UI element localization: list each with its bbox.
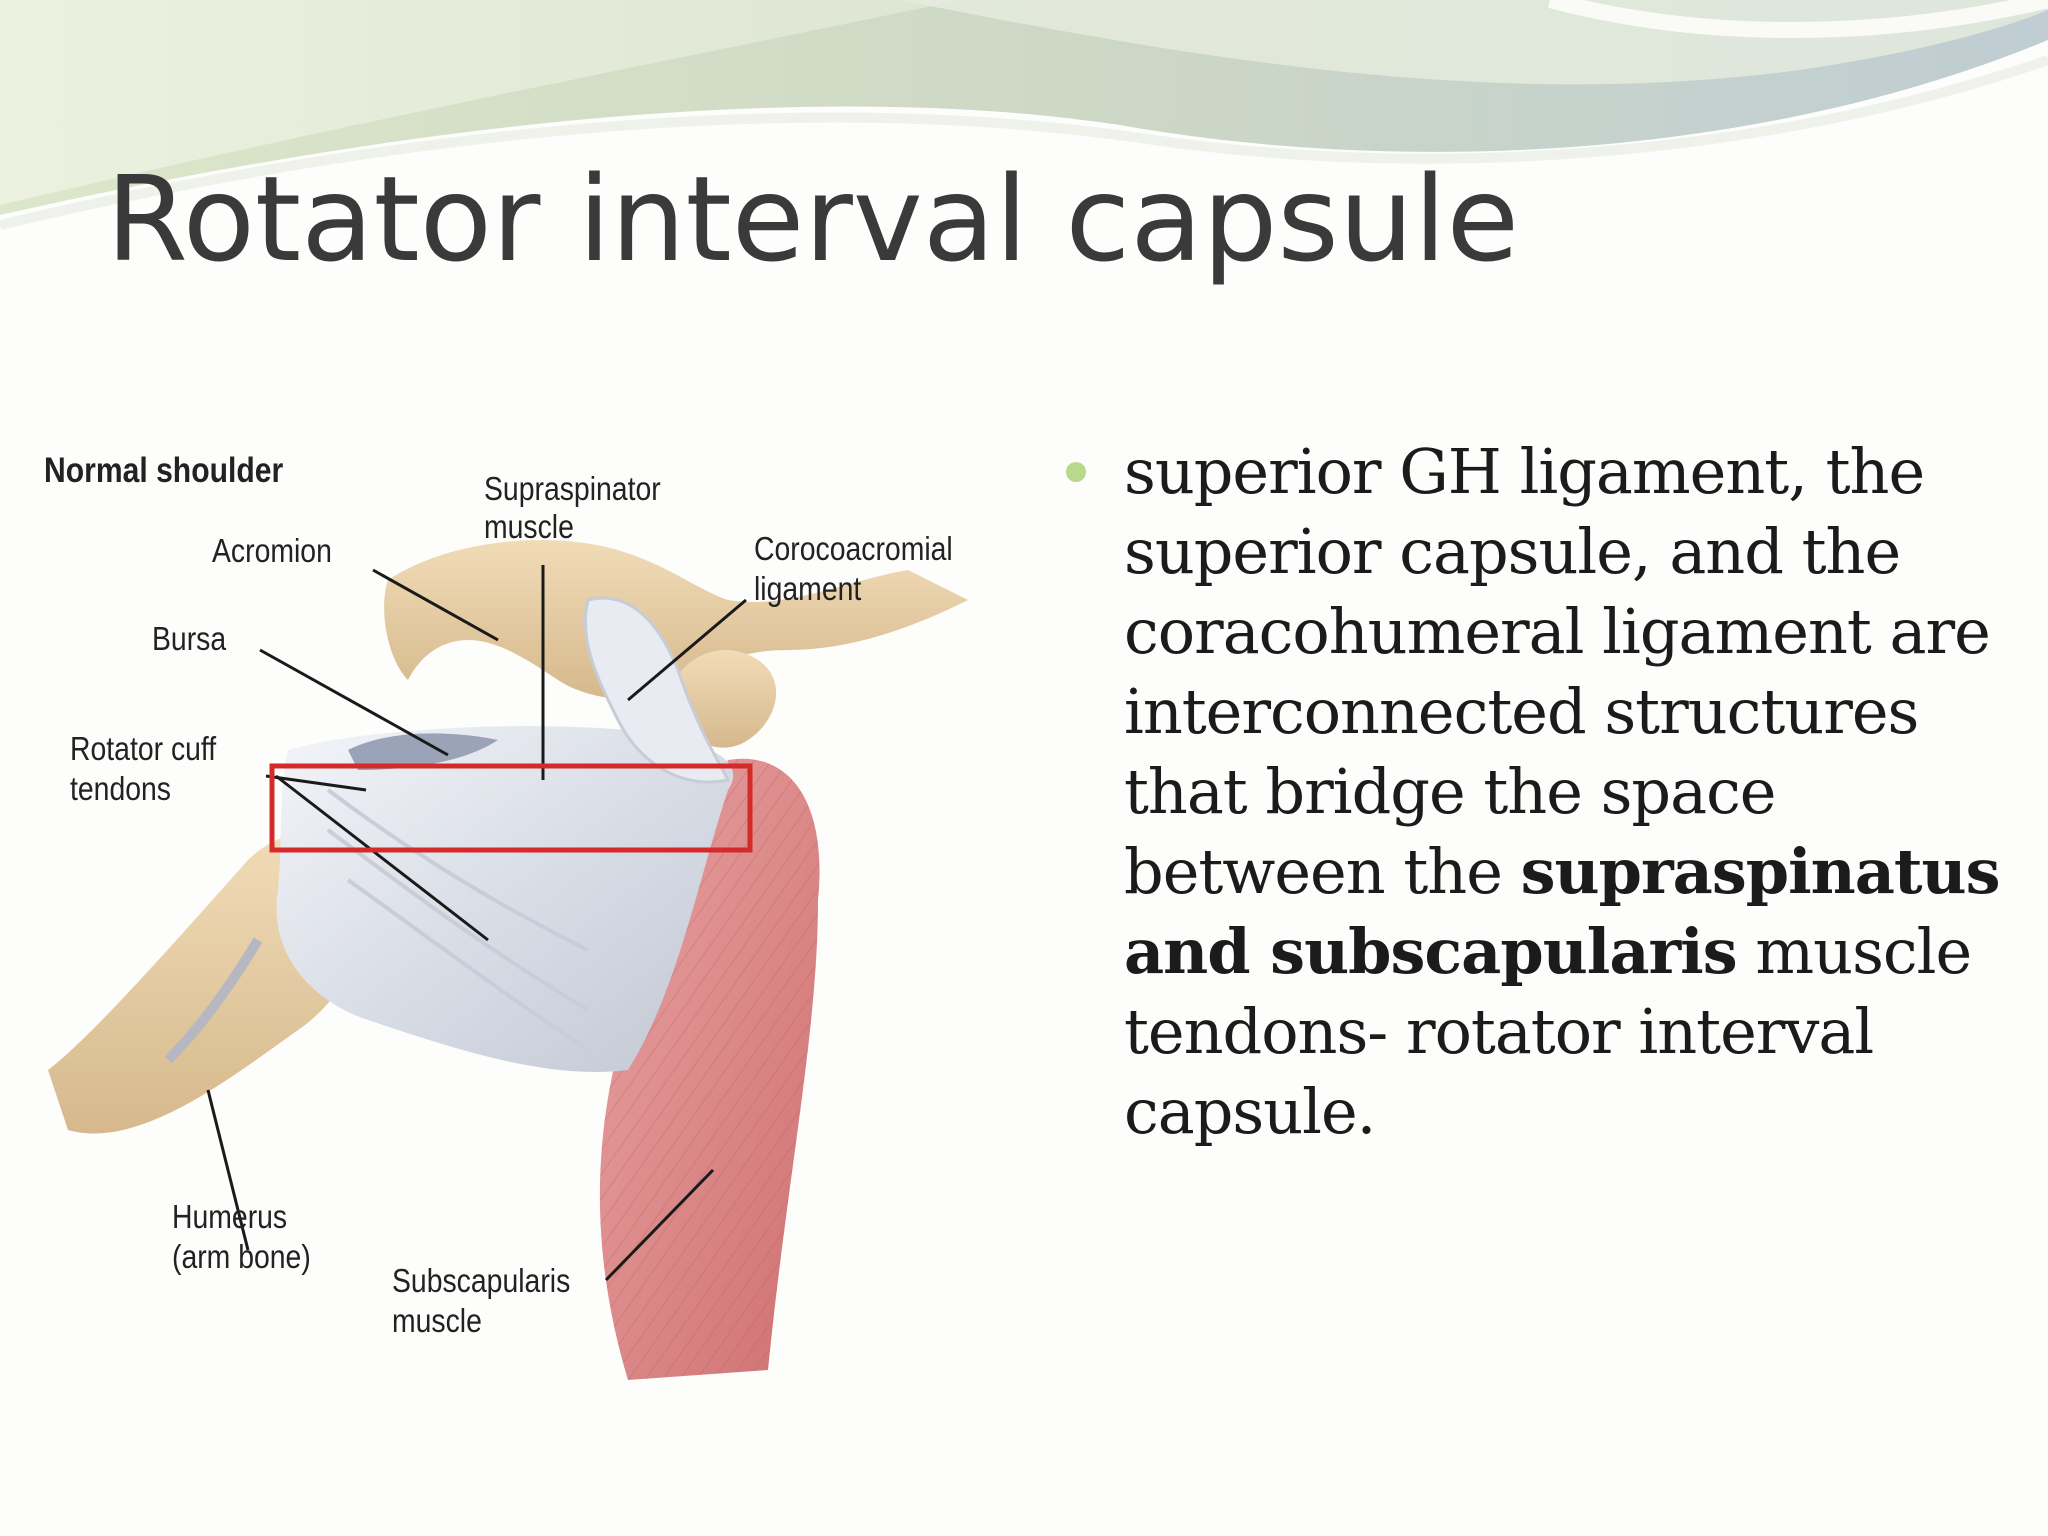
label-subscapularis-line2: muscle <box>392 1302 482 1339</box>
bullet-text-part1: superior GH ligament, the superior capsu… <box>1124 435 1991 908</box>
label-corocoacromial-line1: Corocoacromial <box>754 530 953 567</box>
figure-heading: Normal shoulder <box>44 451 284 490</box>
subscapularis-muscle <box>599 758 820 1380</box>
label-supraspinator-line1: Supraspinator <box>484 470 661 507</box>
label-acromion: Acromion <box>212 532 332 569</box>
bullet-item: superior GH ligament, the superior capsu… <box>1124 432 2026 1152</box>
label-rotator-cuff-line2: tendons <box>70 770 171 807</box>
bullet-dot-icon <box>1066 462 1086 482</box>
label-supraspinator-line2: muscle <box>484 508 574 545</box>
shoulder-anatomy-figure: Normal shoulder Acromion Bursa Rotator c… <box>28 430 1048 1380</box>
leader-lines <box>206 565 747 1282</box>
label-corocoacromial-line2: ligament <box>754 570 862 607</box>
label-humerus-line1: Humerus <box>172 1198 288 1235</box>
label-humerus-line2: (arm bone) <box>172 1238 311 1275</box>
slide-title: Rotator interval capsule <box>106 150 1520 288</box>
bullet-text-part2: muscle tendons- rotator interval capsule… <box>1124 915 1972 1148</box>
bullet-list: superior GH ligament, the superior capsu… <box>1066 432 2026 1152</box>
label-subscapularis-line1: Subscapularis <box>392 1262 571 1299</box>
bullet-text-bold: supraspinatus and subscapularis <box>1124 835 2000 988</box>
label-bursa: Bursa <box>152 620 227 657</box>
label-rotator-cuff-line1: Rotator cuff <box>70 730 217 767</box>
rotator-cuff-tendon <box>276 726 734 1072</box>
corocoacromial-ligament <box>583 596 731 784</box>
shoulder-illustration <box>48 540 968 1380</box>
rotator-interval-highlight <box>269 763 753 853</box>
bursa-structure <box>348 733 498 770</box>
